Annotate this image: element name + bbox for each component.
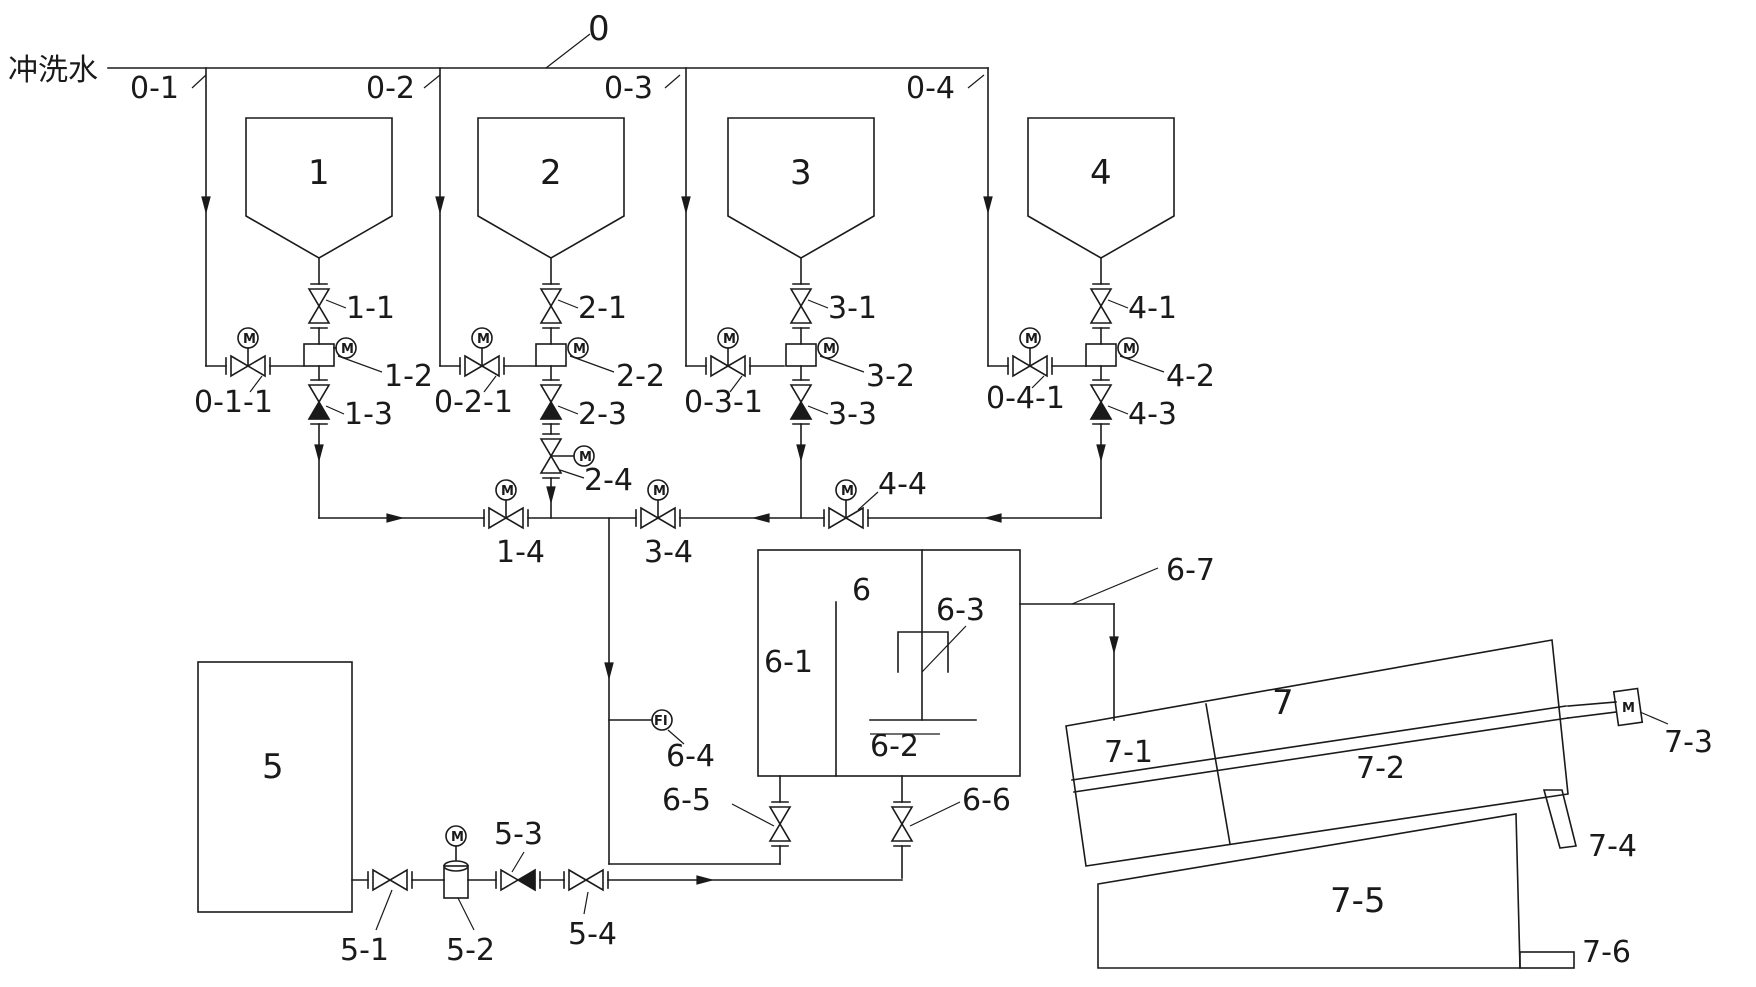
valve-0-2-1-label: 0-2-1 <box>434 385 513 420</box>
valve-2-1-label: 2-1 <box>578 291 627 326</box>
valve-5-1-label: 5-1 <box>340 933 389 968</box>
label-7-6: 7-6 <box>1582 935 1631 970</box>
screw-dewaterer-7: M 7-3 7-4 7 7-1 7-2 <box>1065 639 1713 867</box>
valve-3-4-motor: M <box>647 479 669 519</box>
motor-label: M <box>1123 342 1136 357</box>
tank-4-label: 4 <box>1090 153 1112 193</box>
tank-3-label: 3 <box>790 153 812 193</box>
water-header: 冲洗水 0 <box>8 9 989 88</box>
label-6-4: 6-4 <box>666 739 715 774</box>
valve-4-3-label: 4-3 <box>1128 397 1177 432</box>
label-7-2: 7-2 <box>1356 751 1405 786</box>
branch-4-label: 0-4 <box>906 71 955 106</box>
valve-0-1-1-motor: M <box>237 327 259 367</box>
valve-3-1-label: 3-1 <box>828 291 877 326</box>
valve-2-4-label: 2-4 <box>584 463 633 498</box>
valve-1-3-label: 1-3 <box>344 397 393 432</box>
hopper-unit-1: M 1 M 1-1 1-2 1-3 0-1-1 <box>194 67 433 519</box>
motor-label: M <box>841 484 854 499</box>
motor-label: M <box>723 332 736 347</box>
label-7-4: 7-4 <box>1588 829 1637 864</box>
collection-tray-7-5: 7-5 7-6 <box>1097 813 1631 970</box>
valve-0-2-1-motor: M <box>471 327 493 367</box>
flow-indicator-6-4: FI <box>651 709 673 731</box>
tank-2-label: 2 <box>540 153 562 193</box>
branch-2-label: 0-2 <box>366 71 415 106</box>
pump-5-2-label: 5-2 <box>446 933 495 968</box>
mixing-tank-6: 6 6-1 6-3 6-2 6-7 6-5 6-6 <box>662 549 1215 879</box>
label-6-7: 6-7 <box>1166 553 1215 588</box>
branch-1-label: 0-1 <box>130 71 179 106</box>
label-7-1: 7-1 <box>1104 735 1153 770</box>
valve-0-4-1-motor: M <box>1019 327 1041 367</box>
pump-1-2-label: 1-2 <box>384 359 433 394</box>
valve-1-4-label: 1-4 <box>496 535 545 570</box>
valve-0-3-1-motor: M <box>717 327 739 367</box>
branch-3-label: 0-3 <box>604 71 653 106</box>
tank-5-feed: 5 M 5-1 5-2 5-3 5-4 <box>197 661 903 968</box>
pump-3-2-label: 3-2 <box>866 359 915 394</box>
valve-1-4-motor: M <box>495 479 517 519</box>
valve-3-4-label: 3-4 <box>644 535 693 570</box>
branch-labels: 0-1 0-2 0-3 0-4 <box>130 71 985 106</box>
label-7-5: 7-5 <box>1330 881 1386 921</box>
collection-line: M M M 1-4 3-4 4-4 FI 6-4 <box>318 467 1102 865</box>
flow-indicator-label: FI <box>654 714 668 729</box>
pump-4-2-label: 4-2 <box>1166 359 1215 394</box>
header-number-label: 0 <box>588 9 610 49</box>
motor-label: M <box>1622 701 1635 716</box>
valve-5-4-label: 5-4 <box>568 917 617 952</box>
motor-label: M <box>501 484 514 499</box>
valve-6-5-label: 6-5 <box>662 783 711 818</box>
motor-label: M <box>653 484 666 499</box>
label-7-3: 7-3 <box>1664 725 1713 760</box>
valve-1-1-label: 1-1 <box>346 291 395 326</box>
motor-label: M <box>579 450 592 465</box>
valve-2-3-label: 2-3 <box>578 397 627 432</box>
motor-label: M <box>573 342 586 357</box>
motor-label: M <box>451 830 464 845</box>
motor-label: M <box>243 332 256 347</box>
tank-6-label: 6 <box>852 573 871 608</box>
hopper-unit-2: M 2 M M 2-1 2-2 2-3 0-2-1 2-4 <box>434 67 665 519</box>
label-6-2: 6-2 <box>870 729 919 764</box>
tank-5-label: 5 <box>262 747 284 787</box>
motor-label: M <box>1025 332 1038 347</box>
water-label: 冲洗水 <box>8 53 98 88</box>
tank-1-label: 1 <box>308 153 330 193</box>
motor-label: M <box>341 342 354 357</box>
hopper-unit-4: M 4 M 4-1 4-2 4-3 0-4-1 <box>983 67 1215 519</box>
valve-4-4-label: 4-4 <box>878 467 927 502</box>
label-6-1: 6-1 <box>764 645 813 680</box>
pump-2-2-label: 2-2 <box>616 359 665 394</box>
valve-4-4-motor: M <box>835 479 857 519</box>
valve-0-3-1-label: 0-3-1 <box>684 385 763 420</box>
valve-5-3-label: 5-3 <box>494 817 543 852</box>
label-7: 7 <box>1272 683 1294 723</box>
valve-0-1-1-label: 0-1-1 <box>194 385 273 420</box>
label-6-3: 6-3 <box>936 593 985 628</box>
motor-label: M <box>477 332 490 347</box>
valve-4-1-label: 4-1 <box>1128 291 1177 326</box>
valve-0-4-1-label: 0-4-1 <box>986 381 1065 416</box>
hopper-unit-3: M 3 M 3-1 3-2 3-3 0-3-1 <box>681 67 915 519</box>
valve-2-4-motor: M <box>550 445 595 467</box>
valve-6-6-label: 6-6 <box>962 783 1011 818</box>
valve-3-3-label: 3-3 <box>828 397 877 432</box>
motor-label: M <box>823 342 836 357</box>
